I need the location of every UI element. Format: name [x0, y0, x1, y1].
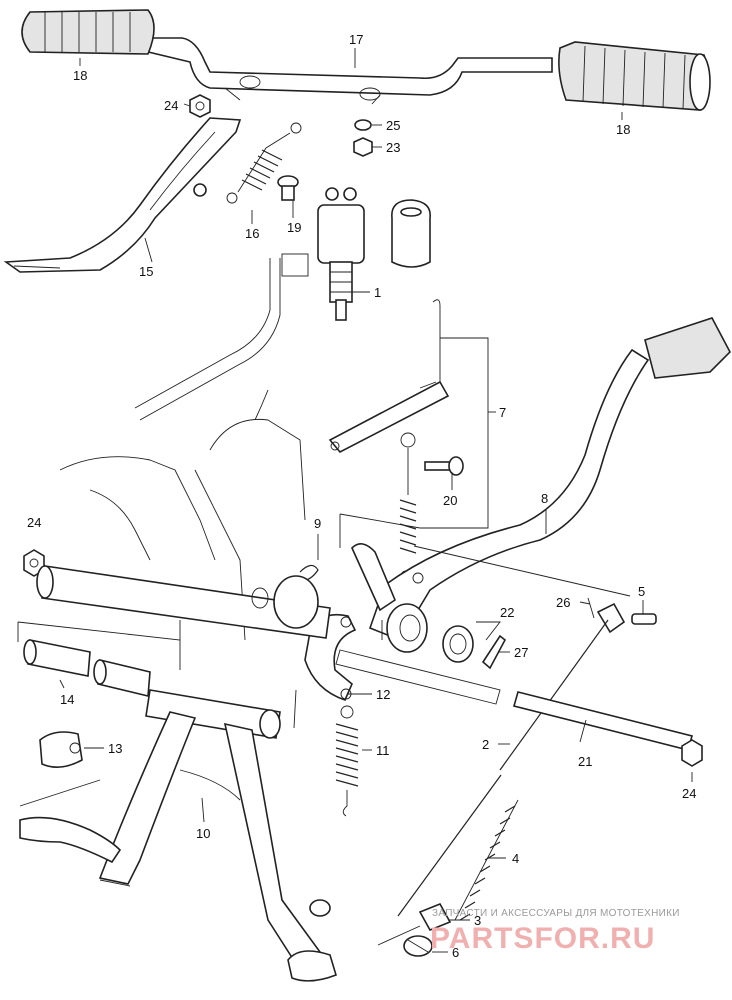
watermark-site: PARTSFOR.RU — [430, 922, 655, 955]
nut-23 — [353, 137, 373, 157]
callout-11: 11 — [376, 743, 390, 758]
footpeg-bar — [139, 37, 553, 105]
side-stand-spring — [226, 122, 302, 204]
callout-22: 22 — [500, 605, 514, 620]
brake-rod — [397, 619, 609, 917]
center-stand — [19, 689, 337, 982]
adjusting-nut — [403, 935, 433, 957]
leader-3-6 — [377, 925, 421, 946]
callout-1: 1 — [374, 285, 381, 300]
nut-24-right — [681, 739, 703, 767]
callout-9: 9 — [314, 516, 321, 531]
callout-24-top: 24 — [164, 98, 178, 113]
cotter-pin — [481, 634, 507, 670]
callout-8: 8 — [541, 491, 548, 506]
pivot-bolt — [277, 175, 299, 201]
callout-6: 6 — [452, 945, 459, 960]
callout-21: 21 — [578, 754, 592, 769]
callout-19: 19 — [287, 220, 301, 235]
adjuster-joint — [418, 902, 452, 932]
oil-seal — [442, 625, 474, 663]
callout-17: 17 — [349, 32, 363, 47]
callout-labels: 17 18 18 24 25 23 16 19 15 1 7 20 8 9 24… — [27, 32, 696, 960]
washer-25 — [354, 119, 372, 131]
callout-12: 12 — [376, 687, 390, 702]
callout-15: 15 — [139, 264, 153, 279]
side-stand — [3, 117, 242, 273]
leader-lines — [17, 48, 693, 953]
callout-2: 2 — [482, 737, 489, 752]
callout-26: 26 — [556, 595, 570, 610]
collar-14 — [23, 639, 151, 697]
watermark: ЗАПЧАСТИ И АКСЕССУАРЫ ДЛЯ МОТОТЕХНИКИ PA… — [430, 908, 680, 955]
center-stand-spring — [335, 705, 359, 817]
brake-switch-spring — [399, 432, 417, 582]
switch-boot — [391, 199, 431, 268]
callout-24-right: 24 — [682, 786, 696, 801]
footpeg-rubber-left — [21, 9, 155, 55]
bolt-20 — [424, 456, 464, 476]
callout-14: 14 — [60, 692, 74, 707]
callout-4: 4 — [512, 851, 519, 866]
callout-27: 27 — [514, 645, 528, 660]
rod-joint — [596, 602, 626, 634]
brake-rod-spring — [454, 799, 519, 921]
brake-switch-link — [328, 299, 450, 454]
stopper-rubber — [39, 731, 83, 768]
stand-pivot-pipe — [36, 565, 331, 639]
callout-5: 5 — [638, 584, 645, 599]
callout-20: 20 — [443, 493, 457, 508]
callout-18-right: 18 — [616, 122, 630, 137]
callout-23: 23 — [386, 140, 400, 155]
brake-pedal — [351, 317, 731, 653]
watermark-caption: ЗАПЧАСТИ И АКСЕССУАРЫ ДЛЯ МОТОТЕХНИКИ — [432, 908, 680, 919]
nut-24-top — [189, 94, 211, 118]
frame-outline — [59, 253, 309, 641]
footpeg-rubber-right — [558, 41, 711, 111]
clevis-pin — [587, 597, 595, 619]
callout-24-left: 24 — [27, 515, 41, 530]
callout-16: 16 — [245, 226, 259, 241]
stop-switch — [317, 187, 365, 321]
bolt-5 — [631, 613, 657, 625]
callout-18-left: 18 — [73, 68, 87, 83]
callout-3: 3 — [474, 913, 481, 928]
callout-10: 10 — [196, 826, 210, 841]
callout-25: 25 — [386, 118, 400, 133]
callout-7: 7 — [499, 405, 506, 420]
callout-13: 13 — [108, 741, 122, 756]
